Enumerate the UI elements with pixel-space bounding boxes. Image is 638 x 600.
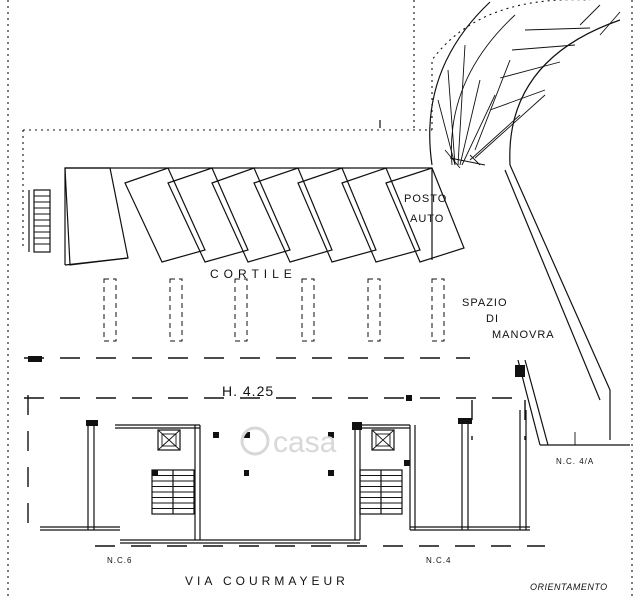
- courtyard-markings: [103, 278, 445, 342]
- label-nc-4a: N.C. 4/A: [556, 457, 594, 466]
- label-posto: POSTO: [404, 193, 447, 205]
- building-staircases: [151, 469, 403, 515]
- courtyard-marker: [431, 278, 445, 342]
- parking-stall: [211, 167, 291, 263]
- courtyard-marker: [169, 278, 183, 342]
- label-orientamento: ORIENTAMENTO: [530, 582, 608, 592]
- watermark-text: casa: [273, 426, 337, 459]
- watermark: casa: [240, 426, 337, 459]
- label-street: VIA COURMAYEUR: [185, 574, 349, 588]
- curved-ramp: [429, 1, 621, 169]
- interior-marks: [152, 395, 412, 476]
- parking-stall: [167, 167, 249, 263]
- courtyard-marker: [234, 278, 248, 342]
- label-height: H. 4.25: [222, 383, 274, 399]
- staircase: [151, 469, 195, 515]
- parking-stall: [64, 167, 129, 266]
- elevator-left: [157, 429, 181, 451]
- side-walls: [517, 359, 630, 446]
- label-auto: AUTO: [410, 213, 444, 225]
- label-di: DI: [486, 313, 499, 325]
- label-manovra: MANOVRA: [492, 329, 555, 341]
- property-boundary: [7, 0, 633, 598]
- parking-stall: [385, 167, 465, 263]
- parking-stalls: [64, 167, 465, 266]
- label-cortile: CORTILE: [210, 267, 297, 281]
- courtyard-marker: [103, 278, 117, 342]
- building: [40, 410, 530, 544]
- parking-stall: [253, 167, 333, 263]
- label-nc-4: N.C.4: [426, 556, 451, 565]
- courtyard-marker: [301, 278, 315, 342]
- parking-stall: [297, 167, 377, 263]
- elevator-right: [371, 429, 395, 451]
- staircase-left: [28, 189, 51, 253]
- street-edge: [95, 120, 545, 547]
- courtyard-marker: [367, 278, 381, 342]
- staircase: [359, 469, 403, 515]
- label-spazio: SPAZIO: [462, 297, 508, 309]
- label-nc-6: N.C.6: [107, 556, 132, 565]
- parking-stall: [124, 167, 206, 263]
- parking-stall: [341, 167, 421, 263]
